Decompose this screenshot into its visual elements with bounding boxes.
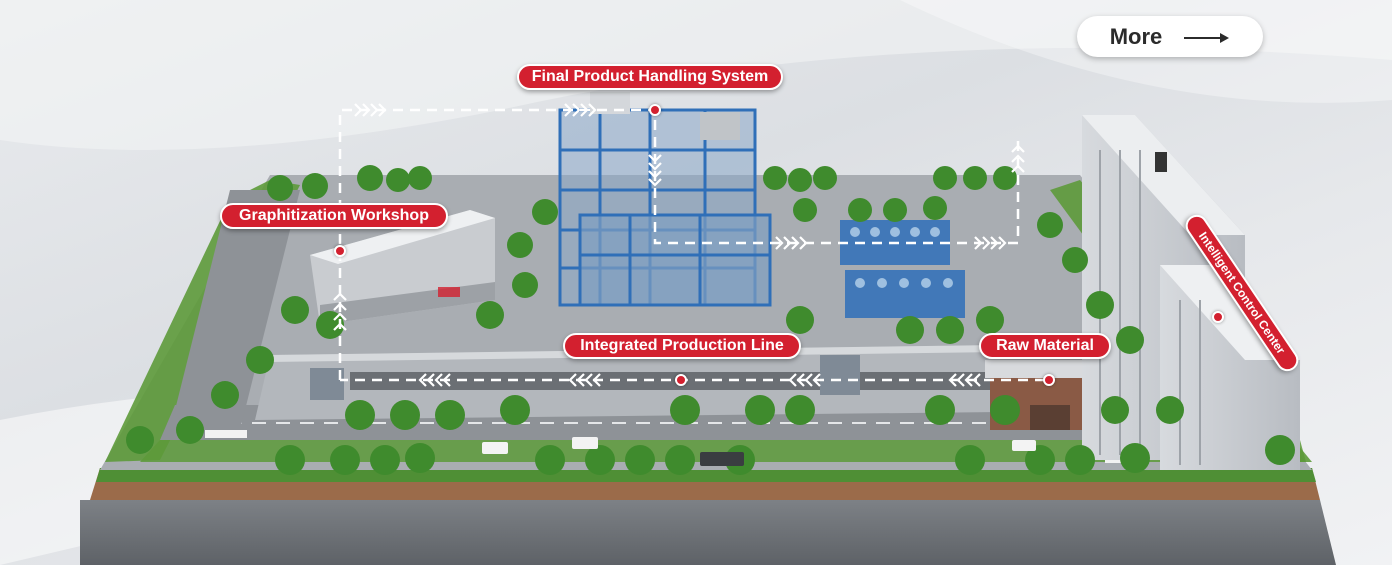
blue-tower [558,92,772,307]
graphitization-marker[interactable] [334,245,346,257]
long-right-arrow-icon [1184,31,1230,43]
production-line-shed [255,345,1000,420]
trees [126,165,1295,475]
vehicles [482,437,1036,466]
control-center-building [1082,115,1300,470]
base-front [80,500,1336,565]
more-button[interactable]: More [1077,16,1263,57]
flow-chevrons [333,103,1025,387]
graphitization-building [310,210,495,325]
integrated-line-label[interactable]: Integrated Production Line [563,333,801,359]
final-product-label[interactable]: Final Product Handling System [517,64,783,90]
more-button-label: More [1109,23,1163,49]
graphitization-label[interactable]: Graphitization Workshop [220,203,448,229]
raw-material-marker[interactable] [1043,374,1055,386]
raw-material-label[interactable]: Raw Material [979,333,1111,359]
integrated-line-marker[interactable] [675,374,687,386]
final-product-marker[interactable] [649,104,661,116]
control-center-marker[interactable] [1212,311,1224,323]
